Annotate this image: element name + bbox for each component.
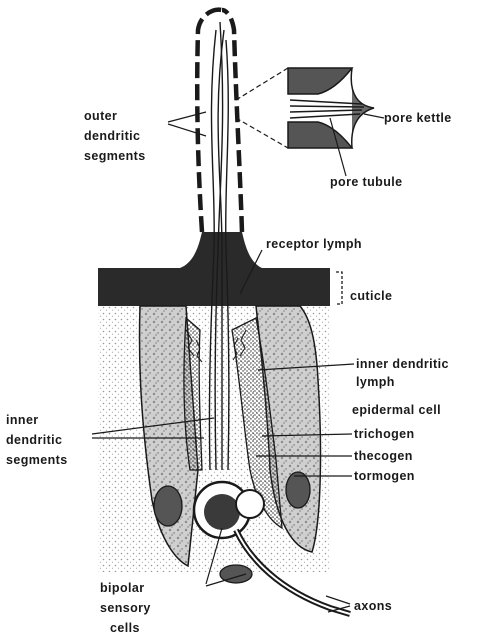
inset-connector-lines: [236, 68, 288, 148]
label-inner-dendritic-lymph: inner dendritic lymph: [356, 357, 453, 389]
label-epidermal-cell: epidermal cell: [352, 403, 441, 417]
cuticle-bracket: [336, 272, 342, 304]
pore-inset: [288, 68, 374, 148]
label-pore-tubule: pore tubule: [330, 175, 402, 189]
hair-shaft-right-wall: [222, 10, 242, 232]
label-outer-dendritic-segments: outer dendritic segments: [84, 109, 146, 163]
label-cuticle: cuticle: [350, 289, 392, 303]
label-inner-dendritic-segments: inner dendritic segments: [6, 413, 68, 467]
sensory-cell-nucleus: [204, 494, 240, 530]
label-receptor-lymph: receptor lymph: [266, 237, 362, 251]
label-pore-kettle: pore kettle: [384, 111, 452, 125]
nucleus-right: [286, 472, 310, 508]
label-axons: axons: [354, 599, 392, 613]
label-trichogen: trichogen: [354, 427, 415, 441]
sensory-cell-body-2: [236, 490, 264, 518]
label-tormogen: tormogen: [354, 469, 415, 483]
label-bipolar-sensory-cells: bipolar sensory cells: [100, 581, 155, 635]
thecogen-left: [184, 318, 202, 470]
nucleus-left: [154, 486, 182, 526]
label-thecogen: thecogen: [354, 449, 413, 463]
